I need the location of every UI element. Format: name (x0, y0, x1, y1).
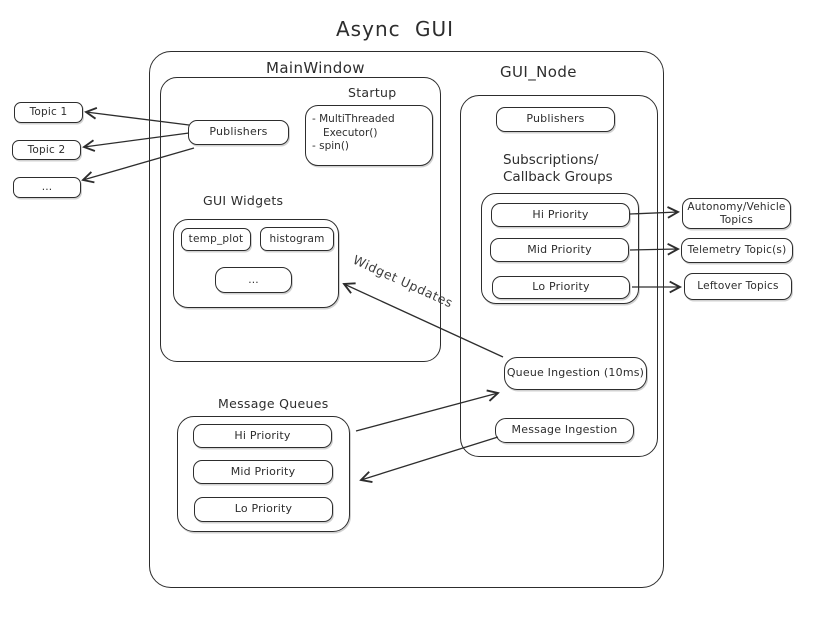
mainwindow-publishers-box: Publishers (188, 120, 289, 145)
startup-box (305, 105, 433, 166)
queue-ingestion-label: Queue Ingestion (10ms) (506, 366, 645, 380)
widget-histogram-box: histogram (260, 227, 334, 251)
sub-mid-priority-label: Mid Priority (527, 242, 592, 256)
mq-lo-priority-label: Lo Priority (234, 502, 293, 516)
mq-hi-priority-label: Hi Priority (234, 428, 291, 442)
mq-mid-priority-box: Mid Priority (193, 460, 333, 484)
message-queues-container (177, 416, 350, 532)
sub-mid-priority-box: Mid Priority (490, 238, 629, 262)
widget-histogram-label: histogram (269, 232, 325, 245)
guinode-frame (460, 95, 658, 457)
gui-widgets-container (173, 219, 339, 308)
mq-hi-priority-box: Hi Priority (193, 424, 332, 448)
sub-hi-priority-box: Hi Priority (491, 203, 630, 227)
guinode-publishers-box: Publishers (496, 107, 615, 132)
topic-more-box: ... (13, 177, 81, 198)
startup-label: Startup (348, 85, 397, 100)
mainwindow-publishers-label: Publishers (209, 125, 268, 139)
autonomy-topics-box: Autonomy/Vehicle Topics (682, 198, 791, 229)
topic-2-label: Topic 2 (27, 143, 66, 156)
message-queues-label: Message Queues (218, 396, 329, 411)
diagram-title: Async GUI (336, 17, 455, 41)
mainwindow-label: MainWindow (266, 59, 365, 77)
sub-lo-priority-box: Lo Priority (492, 276, 630, 299)
subscriptions-label: Subscriptions/ Callback Groups (503, 152, 613, 186)
sub-hi-priority-label: Hi Priority (532, 207, 589, 221)
subscriptions-label-line1: Subscriptions/ (503, 152, 599, 168)
subscriptions-label-line2: Callback Groups (503, 169, 613, 185)
mq-mid-priority-label: Mid Priority (230, 464, 296, 478)
telemetry-topics-label: Telemetry Topic(s) (687, 244, 787, 257)
topic-2-box: Topic 2 (12, 140, 81, 160)
topic-1-box: Topic 1 (14, 102, 83, 123)
sub-lo-priority-label: Lo Priority (532, 280, 590, 294)
widget-more-box: ... (215, 267, 292, 293)
guinode-label: GUI_Node (500, 63, 577, 81)
outer-frame (149, 51, 664, 588)
leftover-topics-label: Leftover Topics (697, 280, 779, 293)
topic-more-label: ... (41, 181, 53, 194)
startup-line: - MultiThreaded (312, 113, 395, 125)
guinode-publishers-label: Publishers (526, 112, 585, 126)
widget-temp-plot-label: temp_plot (188, 233, 244, 246)
message-ingestion-label: Message Ingestion (511, 423, 618, 437)
queue-ingestion-box: Queue Ingestion (10ms) (504, 357, 647, 390)
startup-line: Executor() (323, 126, 378, 139)
widget-more-label: ... (248, 273, 259, 286)
mq-lo-priority-box: Lo Priority (194, 497, 333, 522)
widget-temp-plot-box: temp_plot (181, 228, 251, 251)
autonomy-topics-label: Autonomy/Vehicle Topics (687, 201, 786, 226)
startup-list: - MultiThreaded Executor() - spin() (312, 113, 395, 154)
message-ingestion-box: Message Ingestion (495, 418, 634, 443)
telemetry-topics-box: Telemetry Topic(s) (681, 238, 793, 263)
startup-line: - spin() (312, 140, 350, 152)
gui-widgets-label: GUI Widgets (203, 193, 284, 208)
mainwindow-frame (160, 77, 441, 362)
leftover-topics-box: Leftover Topics (684, 273, 792, 300)
topic-1-label: Topic 1 (29, 106, 68, 119)
